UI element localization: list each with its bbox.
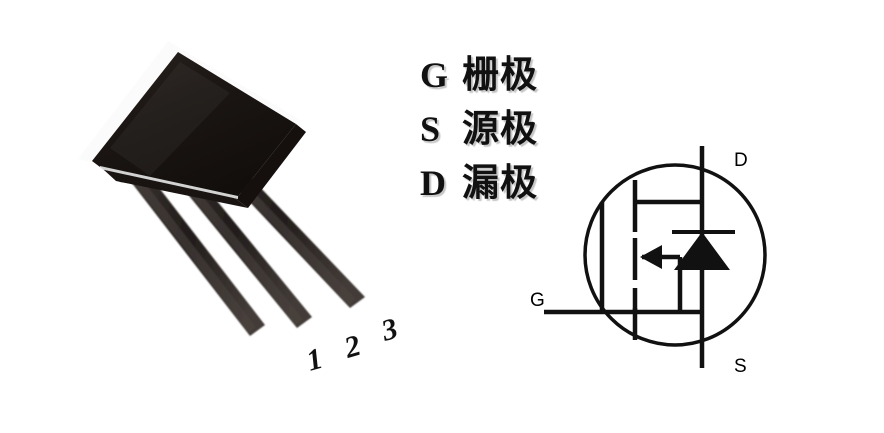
package-photo-svg: 1 2 3 (0, 0, 440, 433)
mosfet-symbol-svg: D S G (530, 146, 767, 377)
terminal-legend: G 栅极 S 源极 D 漏极 (420, 44, 600, 206)
lead-1 (128, 176, 265, 336)
mosfet-schematic-symbol: D S G (530, 140, 820, 410)
legend-name-drain: 漏极 (462, 161, 538, 204)
legend-row-gate: G 栅极 (420, 44, 600, 98)
legend-row-drain: D 漏极 (420, 152, 600, 206)
symbol-strokes (544, 146, 705, 368)
package-bevel-right (236, 124, 306, 208)
substrate-arrow-head (640, 245, 662, 269)
drain-terminal-label: D (734, 150, 748, 171)
package-bottom-ledge (104, 170, 248, 208)
package-sheen (110, 62, 230, 176)
legend-letter-gate: G (420, 55, 449, 95)
transistor-package-photo: 1 2 3 (0, 0, 440, 433)
package-ledge-highlight (100, 166, 238, 199)
lead-2 (168, 168, 312, 328)
body-diode-triangle (674, 232, 730, 270)
gate-terminal-label: G (530, 290, 545, 311)
legend-name-gate: 栅极 (462, 53, 538, 96)
legend-name-source: 源极 (462, 107, 538, 150)
source-terminal-label: S (734, 356, 747, 377)
symbol-enclosure-circle (583, 163, 767, 347)
legend-row-source: S 源极 (420, 98, 600, 152)
legend-letter-source: S (420, 109, 441, 149)
package-face (92, 52, 296, 199)
legend-letter-drain: D (420, 163, 446, 203)
package-body (78, 41, 306, 208)
